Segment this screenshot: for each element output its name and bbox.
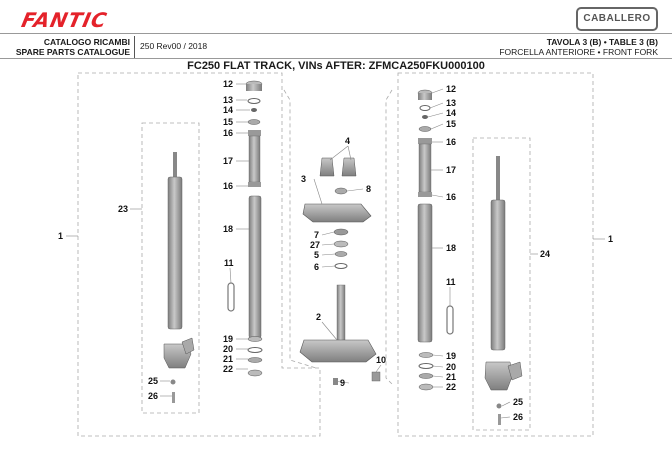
caballero-logo: CABALLERO <box>576 7 658 31</box>
left-fork-frame <box>77 72 321 437</box>
callout-22-right: 22 <box>446 382 456 392</box>
header-rule-bottom <box>0 58 672 59</box>
callout-2: 2 <box>316 312 321 322</box>
callout-25-left: 25 <box>148 376 158 386</box>
callout-17-left: 17 <box>223 156 233 166</box>
callout-10: 10 <box>376 355 386 365</box>
right-outer-tube-frame <box>472 137 531 431</box>
callout-13-left: 13 <box>223 95 233 105</box>
table-description: FORCELLA ANTERIORE • FRONT FORK <box>499 47 658 57</box>
callout-18-left: 18 <box>223 224 233 234</box>
callout-24: 24 <box>540 249 550 259</box>
right-fork-frame <box>397 72 594 437</box>
callout-17-right: 17 <box>446 165 456 175</box>
steering-assembly <box>299 157 381 385</box>
right-fork-outer-tube <box>484 156 523 425</box>
callout-4: 4 <box>345 136 350 146</box>
callout-16-left-top: 16 <box>223 128 233 138</box>
callout-21-left: 21 <box>223 354 233 364</box>
callout-16-left-bottom: 16 <box>223 181 233 191</box>
right-stem-frame <box>385 89 395 387</box>
callout-12-right: 12 <box>446 84 456 94</box>
callout-20-left: 20 <box>223 344 233 354</box>
callout-21-right: 21 <box>446 372 456 382</box>
callout-9: 9 <box>340 378 345 388</box>
callout-18-right: 18 <box>446 243 456 253</box>
callout-5: 5 <box>314 250 319 260</box>
callout-1-right: 1 <box>608 234 613 244</box>
callout-26-left: 26 <box>148 391 158 401</box>
callout-25-right: 25 <box>513 397 523 407</box>
callout-numbers: 1 23 12 13 14 15 16 17 16 18 11 19 20 21… <box>58 79 613 422</box>
callout-27: 27 <box>310 240 320 250</box>
catalog-title-english: SPARE PARTS CATALOGUE <box>15 47 130 57</box>
callout-11-left: 11 <box>224 258 234 268</box>
catalog-title-italian: CATALOGO RICAMBI <box>43 37 130 47</box>
header-rule-top <box>0 33 672 34</box>
callout-8: 8 <box>366 184 371 194</box>
leader-lines <box>66 83 605 419</box>
steering-stem-frame <box>283 89 317 369</box>
left-fork-outer-tube <box>163 152 195 403</box>
callout-23: 23 <box>118 204 128 214</box>
left-outer-tube-frame <box>141 122 200 414</box>
right-fork-inner-parts <box>417 89 454 391</box>
callout-15-left: 15 <box>223 117 233 127</box>
callout-1-left: 1 <box>58 231 63 241</box>
callout-15-right: 15 <box>446 119 456 129</box>
callout-26-right: 26 <box>513 412 523 422</box>
diagram-title: FC250 FLAT TRACK, VINs AFTER: ZFMCA250FK… <box>187 60 485 72</box>
callout-6: 6 <box>314 262 319 272</box>
callout-19-left: 19 <box>223 334 233 344</box>
left-fork-inner-parts <box>227 80 263 377</box>
header-separator <box>134 36 135 58</box>
callout-14-left: 14 <box>223 105 233 115</box>
callout-19-right: 19 <box>446 351 456 361</box>
callout-11-right: 11 <box>446 277 456 287</box>
callout-16-right-top: 16 <box>446 137 456 147</box>
callout-7: 7 <box>314 230 319 240</box>
table-number: TAVOLA 3 (B) • TABLE 3 (B) <box>546 37 658 47</box>
callout-13-right: 13 <box>446 98 456 108</box>
callout-14-right: 14 <box>446 108 456 118</box>
callout-16-right-bottom: 16 <box>446 192 456 202</box>
callout-12-left: 12 <box>223 79 233 89</box>
callout-20-right: 20 <box>446 362 456 372</box>
catalog-edition: 250 Rev00 / 2018 <box>140 41 208 51</box>
callout-22-left: 22 <box>223 364 233 374</box>
callout-3: 3 <box>301 174 306 184</box>
